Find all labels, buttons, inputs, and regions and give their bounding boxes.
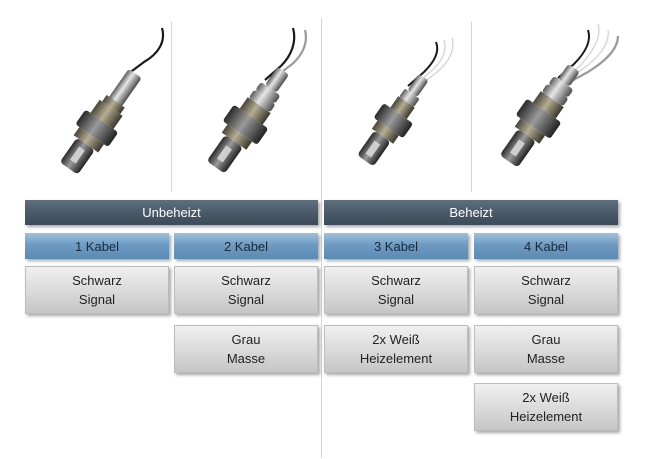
wire-cell-2-ground: Grau Masse — [174, 325, 318, 373]
lambda-sensor-4-wire-icon — [501, 23, 620, 167]
wire-function: Signal — [227, 292, 265, 307]
wire-color: Grau — [531, 332, 561, 347]
wire-function: Heizelement — [359, 351, 433, 366]
wire-cell-2-signal: Schwarz Signal — [174, 266, 318, 314]
wire-function: Signal — [377, 292, 415, 307]
wire-cell-4-signal: Schwarz Signal — [474, 266, 618, 314]
cable-header-3: 3 Kabel — [324, 233, 468, 259]
separator-1 — [171, 22, 172, 192]
cable-header-1: 1 Kabel — [25, 233, 169, 259]
wire-cell-1-signal: Schwarz Signal — [25, 266, 169, 314]
wire-function: Masse — [526, 351, 566, 366]
wire-function: Signal — [527, 292, 565, 307]
cable-header-2-label: 2 Kabel — [223, 238, 269, 254]
group-header-unbeheizt: Unbeheizt — [25, 200, 318, 225]
wire-cell-4-ground: Grau Masse — [474, 325, 618, 373]
wire-color: 2x Weiß — [522, 390, 570, 405]
lambda-sensor-3-wire-icon — [358, 37, 455, 165]
wire-color: Schwarz — [72, 273, 122, 288]
separator-3 — [471, 22, 472, 192]
group-header-beheizt: Beheizt — [324, 200, 618, 225]
wire-cell-3-signal: Schwarz Signal — [324, 266, 468, 314]
cable-header-3-label: 3 Kabel — [373, 238, 419, 254]
wire-function: Heizelement — [509, 409, 583, 424]
lambda-sensor-1-wire-icon — [61, 27, 165, 174]
lambda-sensor-2-wire-icon — [208, 27, 307, 173]
wire-color: Schwarz — [371, 273, 421, 288]
cable-header-4-label: 4 Kabel — [523, 238, 569, 254]
wire-color: Schwarz — [221, 273, 271, 288]
wire-color: Grau — [231, 332, 261, 347]
wire-color: Schwarz — [521, 273, 571, 288]
cable-header-4: 4 Kabel — [474, 233, 618, 259]
wire-function: Signal — [78, 292, 116, 307]
separator-2 — [321, 18, 322, 458]
wire-color: 2x Weiß — [372, 332, 420, 347]
wire-cell-3-heater: 2x Weiß Heizelement — [324, 325, 468, 373]
wire-function: Masse — [226, 351, 266, 366]
group-header-unbeheizt-label: Unbeheizt — [142, 205, 201, 220]
group-header-beheizt-label: Beheizt — [449, 205, 493, 220]
cable-header-1-label: 1 Kabel — [74, 238, 120, 254]
wire-cell-4-heater: 2x Weiß Heizelement — [474, 383, 618, 431]
cable-header-2: 2 Kabel — [174, 233, 318, 259]
